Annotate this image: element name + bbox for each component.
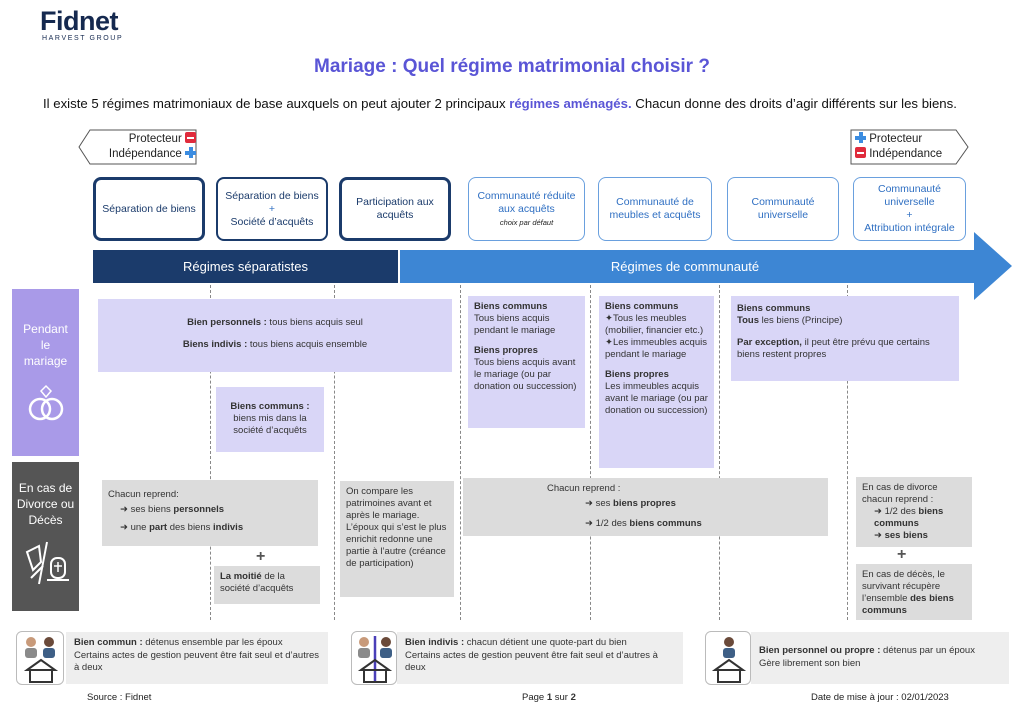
row-label-divorce: En cas de Divorce ou Décès	[12, 462, 79, 611]
band-separatist: Régimes séparatistes	[93, 250, 398, 283]
legend-bien-personnel: Bien personnel ou propre : détenus par u…	[751, 632, 1009, 684]
minus-icon	[855, 147, 866, 158]
plus-sign: +	[256, 548, 266, 565]
divorce-separation-box: Chacun reprend: ➜ ses biens personnels ➜…	[102, 480, 318, 546]
couple-house-icon	[16, 631, 64, 685]
during-communaute-meubles-box: Biens communs ✦Tous les meubles (mobilie…	[599, 296, 714, 468]
indivis-house-icon	[351, 631, 397, 685]
person-house-icon	[705, 631, 751, 685]
plus-sign: +	[897, 546, 907, 563]
divorce-deces-box: En cas de décès, le survivant récupère l…	[856, 564, 972, 620]
logo-group: HARVEST GROUP	[42, 35, 124, 42]
regime-communaute-universelle: Communauté universelle	[727, 177, 839, 241]
legend-bien-commun: Bien commun : détenus ensemble par les é…	[66, 632, 328, 684]
scale-right-arrow	[850, 129, 969, 165]
divorce-death-icon	[25, 541, 69, 585]
minus-icon	[185, 132, 196, 143]
divider-line	[590, 285, 591, 620]
regime-communaute-meubles: Communauté de meubles et acquêts	[598, 177, 712, 241]
regime-attribution-integrale: Communauté universelle + Attribution int…	[853, 177, 966, 241]
community-arrow	[400, 232, 1012, 300]
divider-line	[210, 285, 211, 620]
regime-participation-acquets: Participation aux acquêts	[339, 177, 451, 241]
divorce-communaute-box: Chacun reprend : ➜ ses biens propres ➜ 1…	[463, 478, 828, 536]
logo-fidnet: Fidnet	[40, 6, 119, 36]
during-communaute-reduite-box: Biens communs Tous biens acquis pendant …	[468, 296, 585, 428]
footer-date: Date de mise à jour : 02/01/2023	[811, 692, 949, 703]
intro-highlight: régimes aménagés.	[509, 96, 632, 111]
divider-line	[334, 285, 335, 620]
page-title: Mariage : Quel régime matrimonial choisi…	[314, 56, 710, 77]
row-label-during: Pendant le mariage	[12, 289, 79, 456]
during-societe-box: Biens communs : biens mis dans la sociét…	[216, 387, 324, 452]
footer-source: Source : Fidnet	[87, 692, 152, 703]
during-communaute-universelle-box: Biens communs Tous les biens (Principe) …	[731, 296, 959, 381]
intro-text: Il existe 5 régimes matrimoniaux de base…	[43, 96, 957, 111]
divorce-participation-box: On compare les patrimoines avant et aprè…	[340, 481, 454, 597]
scale-right: Protecteur Indépendance	[855, 132, 955, 162]
regime-separation-societe-acquets: Séparation de biens + Société d’acquêts	[216, 177, 328, 241]
regime-communaute-reduite: Communauté réduite aux acquêts choix par…	[468, 177, 585, 241]
footer-page: Page 1 sur 2	[522, 692, 576, 703]
regime-separation-biens: Séparation de biens	[93, 177, 205, 241]
scale-left: Protecteur Indépendance	[96, 132, 196, 162]
divider-line	[460, 285, 461, 620]
plus-icon	[855, 132, 866, 143]
plus-icon	[185, 147, 196, 158]
during-separation-box: Bien personnels : tous biens acquis seul…	[98, 299, 452, 372]
divorce-attribution-box: En cas de divorce chacun reprend : ➜ 1/2…	[856, 477, 972, 547]
rings-icon	[28, 384, 63, 421]
band-community: Régimes de communauté	[610, 259, 760, 274]
legend-bien-indivis: Bien indivis : chacun détient une quote-…	[397, 632, 683, 684]
divorce-societe-box: La moitié de la société d’acquêts	[214, 566, 320, 604]
divider-line	[719, 285, 720, 620]
scale-left-arrow	[78, 129, 197, 165]
divider-line	[847, 285, 848, 620]
